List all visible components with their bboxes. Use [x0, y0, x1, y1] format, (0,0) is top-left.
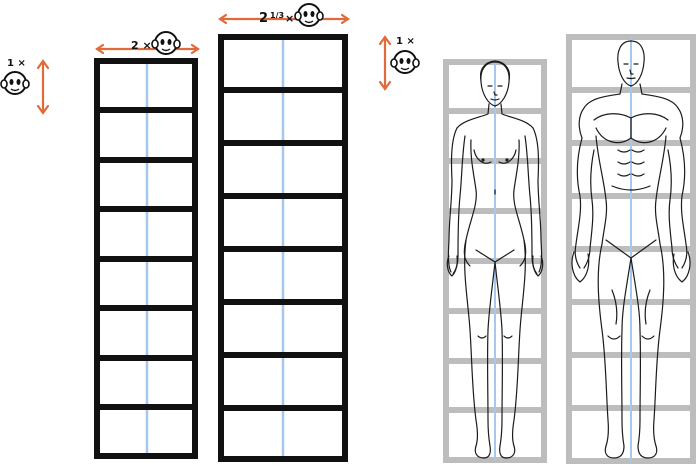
head-unit-indicator: 1 × [0, 58, 50, 115]
female-figure [446, 60, 544, 459]
head-unit-indicator-right: 1 × [378, 35, 420, 91]
head-unit-label: 1 × [7, 58, 26, 69]
vertical-arrow-icon [36, 59, 50, 115]
male-figure [571, 40, 691, 459]
head-icon [151, 31, 181, 55]
width-arrow-icon [95, 43, 200, 55]
narrow-width-label: 2 × [131, 39, 152, 52]
head-icon [0, 71, 30, 95]
vertical-arrow-icon [378, 35, 392, 91]
narrow-proportion-box: 2 × [94, 31, 200, 459]
wide-width-whole: 2 [259, 11, 268, 26]
female-figure-grid [443, 59, 547, 463]
head-unit-label-right: 1 × [396, 36, 415, 47]
head-icon [294, 3, 324, 27]
wide-proportion-box: 2 1/3 × [218, 3, 350, 462]
wide-width-fraction: 1/3 [270, 11, 284, 20]
head-icon [390, 50, 420, 74]
width-arrow-icon [218, 13, 350, 25]
male-figure-grid [566, 34, 696, 464]
wide-width-times: × [285, 12, 294, 25]
